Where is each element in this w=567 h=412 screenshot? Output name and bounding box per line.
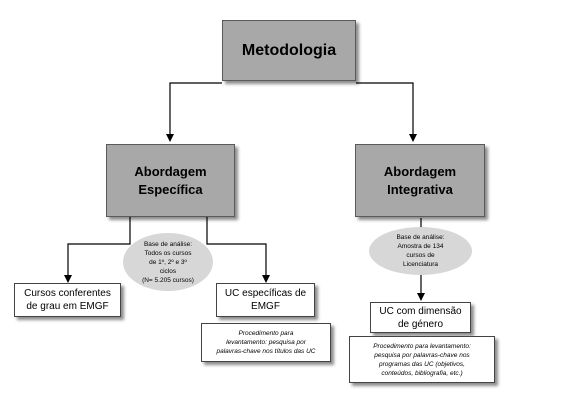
gender-uc-line2: de género bbox=[397, 318, 444, 330]
integrative-procedure-box: Procedimento para levantamento: pesquisa… bbox=[349, 336, 495, 383]
specific-base-line4: ciclos bbox=[159, 267, 177, 275]
gender-uc-line1: UC com dimensão bbox=[379, 305, 462, 317]
specific-base-line3: de 1º, 2º e 3º bbox=[149, 258, 187, 266]
node-degree-courses: Cursos conferentes de grau em EMGF bbox=[14, 283, 121, 317]
root-label: Metodologia bbox=[241, 41, 337, 59]
degree-courses-line1: Cursos conferentes bbox=[24, 288, 111, 299]
specific-procedure-line2: levantamento: pesquisa por bbox=[226, 339, 306, 346]
specific-approach-line1: Abordagem bbox=[134, 163, 207, 179]
integrative-procedure-line3: programas das UC (objetivos, bbox=[379, 360, 465, 368]
specific-procedure-line3: palavras-chave nos títulos das UC bbox=[216, 348, 316, 355]
integrative-base-line4: Licenciatura bbox=[402, 261, 439, 268]
connector-specific-to-uc bbox=[206, 217, 270, 283]
specific-base-line1: Base de análise: bbox=[143, 240, 193, 248]
integrative-approach-line2: Integrativa bbox=[387, 181, 453, 197]
specific-base-line5: (N= 5.205 cursos) bbox=[142, 276, 194, 284]
node-specific-approach: Abordagem Específica bbox=[106, 144, 235, 217]
specific-approach-line2: Específica bbox=[138, 181, 203, 197]
integrative-procedure-line4: conteúdos, bibliografia, etc.) bbox=[381, 369, 463, 377]
integrative-approach-line1: Abordagem bbox=[383, 163, 457, 179]
connector-root-to-integrative bbox=[356, 82, 417, 142]
integrative-base-line1: Base de análise: bbox=[396, 234, 445, 241]
connector-root-to-specific bbox=[166, 82, 222, 142]
integrative-procedure-line1: Procedimento para levantamento: bbox=[373, 342, 471, 350]
integrative-procedure-line2: pesquisa por palavras-chave nos bbox=[374, 351, 470, 359]
node-integrative-approach: Abordagem Integrativa bbox=[355, 144, 485, 217]
specific-base-line2: Todos os cursos bbox=[144, 249, 192, 257]
specific-procedure-line1: Procedimento para bbox=[238, 330, 294, 337]
root-node-metodologia: Metodologia bbox=[222, 20, 356, 81]
connector-specific-to-courses bbox=[64, 217, 131, 283]
specific-procedure-box: Procedimento para levantamento: pesquisa… bbox=[201, 323, 331, 362]
specific-uc-line2: EMGF bbox=[251, 301, 280, 312]
node-specific-uc: UC específicas de EMGF bbox=[216, 283, 315, 317]
integrative-analysis-base-ellipse: Base de análise: Amostra de 134 cursos d… bbox=[369, 227, 472, 275]
node-gender-uc: UC com dimensão de género bbox=[370, 302, 471, 333]
specific-uc-line1: UC específicas de bbox=[224, 288, 307, 299]
specific-analysis-base-ellipse: Base de análise: Todos os cursos de 1º, … bbox=[123, 233, 213, 291]
integrative-base-line2: Amostra de 134 bbox=[397, 243, 444, 250]
integrative-base-line3: cursos de bbox=[406, 252, 435, 259]
degree-courses-line2: de grau em EMGF bbox=[26, 301, 109, 312]
